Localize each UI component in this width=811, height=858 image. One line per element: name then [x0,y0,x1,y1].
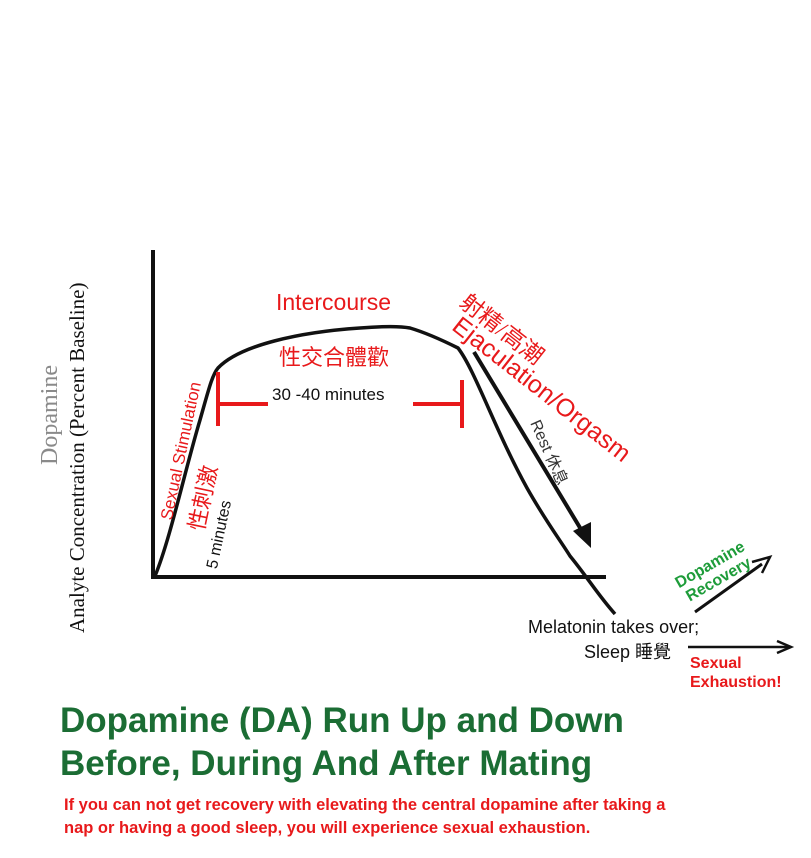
sexual-exhaustion-line2: Exhaustion! [690,674,782,692]
sleep-label: Sleep 睡覺 [584,642,672,662]
intercourse-duration-label: 30 -40 minutes [272,385,385,404]
sexual-exhaustion-label: Sexual Exhaustion! [690,654,782,692]
rest-arrow [472,350,591,548]
recovery-arrow [694,555,773,614]
title-line-2: Before, During And After Mating [60,744,593,783]
exhaustion-arrow [688,639,795,655]
dopamine-curve [153,324,617,616]
intercourse-label-zh: 性交合體歡 [279,345,390,370]
sexual-exhaustion-line1: Sexual [690,655,742,672]
duration-bracket [216,372,464,428]
note-line-2: nap or having a good sleep, you will exp… [64,819,591,837]
y-axis-label-concentration: Analyte Concentration (Percent Baseline) [65,282,89,633]
melatonin-label: Melatonin takes over; [528,617,700,637]
note-line-1: If you can not get recovery with elevati… [64,796,666,814]
y-axis-label-dopamine: Dopamine [37,365,63,465]
intercourse-label: Intercourse [276,289,392,315]
title-line-1: Dopamine (DA) Run Up and Down [60,701,624,740]
